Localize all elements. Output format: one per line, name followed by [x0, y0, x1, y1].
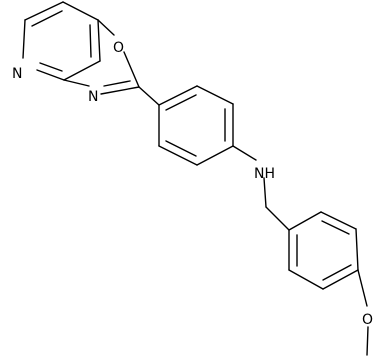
phenyl-ring [158, 85, 234, 166]
bond-py-6 [22, 19, 26, 59]
bond-mp-1 [288, 211, 322, 231]
bond-py-2 [62, 1, 99, 21]
bond-ph-4 [196, 145, 234, 166]
bond-ox-3-inner [103, 80, 131, 87]
amine-nh-label: NH [254, 166, 275, 182]
bond-ph-nh [232, 145, 257, 161]
bond-mp-4 [322, 269, 359, 290]
bond-py-3-inner [89, 24, 92, 58]
bond-methoxy-ch3 [366, 326, 369, 356]
pyridine-ring [22, 1, 101, 81]
bond-py-4 [63, 60, 101, 81]
bond-py-5 [36, 69, 65, 81]
bond-ox-phenyl [138, 86, 160, 106]
methoxyphenyl-ring [288, 211, 359, 290]
bond-ph-1-inner [165, 94, 197, 111]
bond-ph-5-inner [165, 140, 197, 157]
methoxy-oxygen-label: O [362, 312, 373, 328]
bond-ox-3 [100, 86, 140, 95]
bond-ph-2 [196, 85, 234, 105]
bond-mp-2-inner [321, 220, 350, 235]
oxazole-ring [63, 19, 140, 95]
bond-ox-4 [63, 79, 90, 87]
bond-mp-5 [288, 269, 324, 290]
bond-py-1 [24, 1, 64, 21]
bond-ox-2 [123, 51, 140, 88]
bond-ph-1 [158, 85, 198, 106]
bond-methoxy-o [357, 269, 368, 307]
bond-mp-4-inner [322, 264, 352, 281]
bond-ox-1 [97, 19, 115, 36]
bond-ch2-benzyl [265, 206, 290, 231]
bond-mp-2 [320, 211, 357, 230]
bond-py-3 [97, 19, 101, 62]
pyridine-nitrogen-label: N [12, 66, 22, 82]
bond-py-1-inner [31, 10, 63, 27]
bond-py-5-inner [39, 62, 63, 72]
bond-nh-ch2 [263, 177, 267, 208]
oxazole-oxygen-label: O [113, 40, 124, 56]
bond-ph-5 [158, 145, 198, 166]
bond-mp-3 [355, 228, 359, 271]
oxazole-nitrogen-label: N [88, 89, 98, 105]
